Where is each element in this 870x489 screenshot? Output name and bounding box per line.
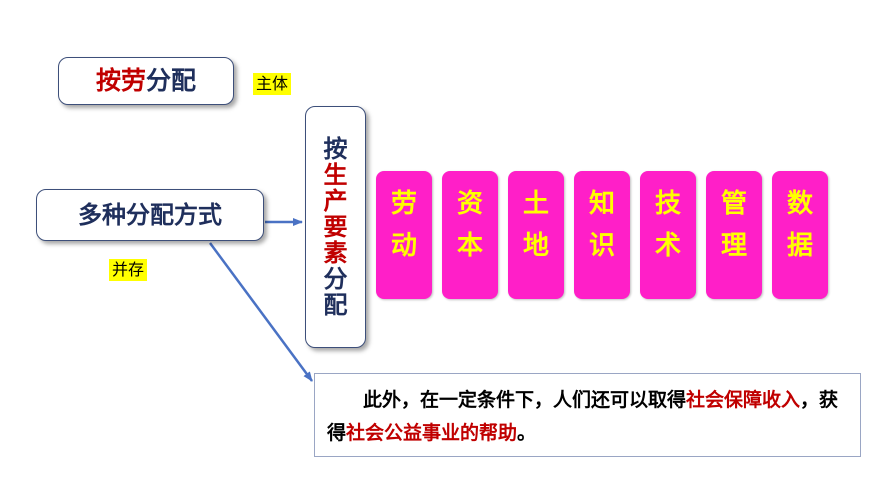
additional-income-note: 此外，在一定条件下，人们还可以取得社会保障收入，获得社会公益事业的帮助。 [314, 373, 861, 457]
factor-card-char: 数 [786, 189, 813, 219]
factor-card-char: 动 [390, 231, 417, 261]
factor-card-char: 劳 [390, 189, 417, 219]
note-text-2: ，获得 [327, 389, 839, 444]
factor-card-char: 土 [522, 189, 549, 219]
factor-box-char-1: 按 [323, 135, 348, 163]
factor-box-char-5: 素 [323, 239, 348, 267]
factor-card-char: 知 [588, 189, 615, 219]
factor-card-management: 管 理 [706, 171, 762, 299]
factor-distribution-box: 按 生 产 要 素 分 配 [305, 106, 366, 348]
factor-box-char-2: 生 [323, 161, 348, 189]
factor-card-char: 技 [654, 189, 681, 219]
factor-card-char: 识 [588, 231, 615, 261]
note-text-1: 此外，在一定条件下，人们还可以取得 [363, 389, 687, 411]
note-social-security: 社会保障收入 [686, 389, 801, 411]
multiple-distribution-box: 多种分配方式 [36, 189, 264, 241]
factor-card-knowledge: 知 识 [574, 171, 630, 299]
factor-card-char: 管 [720, 189, 747, 219]
factor-card-char: 地 [522, 231, 549, 261]
factor-card-char: 据 [786, 231, 813, 261]
factor-card-data: 数 据 [772, 171, 828, 299]
alloc-part1: 按劳 [95, 66, 146, 95]
factor-card-technology: 技 术 [640, 171, 696, 299]
factor-box-char-3: 产 [323, 187, 348, 215]
factor-card-char: 本 [456, 231, 483, 261]
factor-box-char-7: 配 [323, 291, 348, 319]
factor-card-char: 资 [456, 189, 483, 219]
multi-box-text: 多种分配方式 [78, 201, 222, 229]
factor-box-char-6: 分 [323, 265, 348, 293]
factor-card-char: 理 [720, 231, 747, 261]
alloc-part2: 分配 [146, 66, 197, 95]
factor-card-land: 土 地 [508, 171, 564, 299]
factor-box-char-4: 要 [323, 213, 348, 241]
distribution-by-labor-box: 按劳分配 [58, 57, 234, 105]
note-text-3: 。 [517, 422, 537, 444]
label-coexist: 并存 [109, 259, 148, 281]
note-public-welfare: 社会公益事业的帮助 [346, 422, 518, 444]
factor-card-labor: 劳 动 [376, 171, 432, 299]
label-subject: 主体 [253, 73, 292, 95]
factor-card-capital: 资 本 [442, 171, 498, 299]
arrow-to-note [208, 242, 314, 382]
factor-card-char: 术 [654, 231, 681, 261]
